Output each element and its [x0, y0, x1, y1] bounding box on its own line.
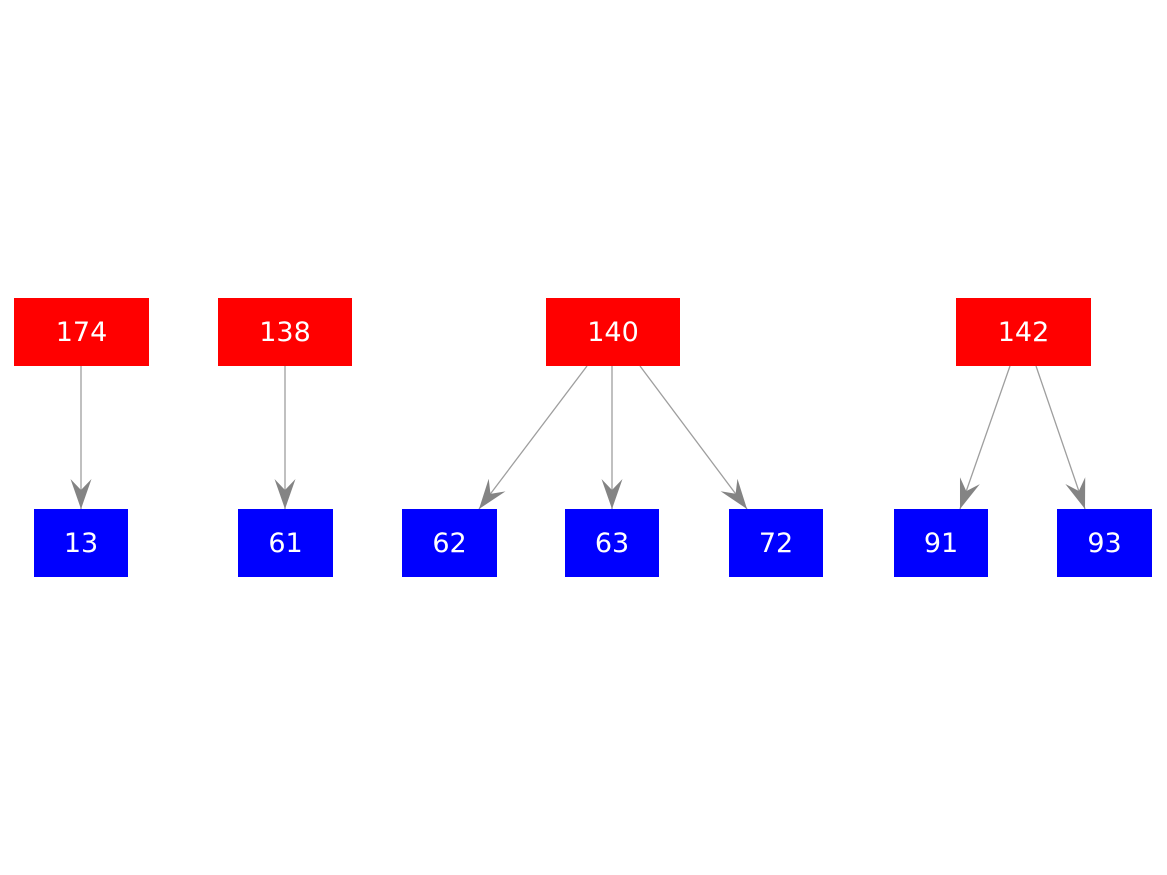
node-63: 63	[565, 509, 659, 577]
edge-140-62	[478, 365, 588, 510]
node-174: 174	[14, 298, 149, 366]
node-72: 72	[729, 509, 823, 577]
node-label: 61	[268, 527, 303, 559]
node-93: 93	[1057, 509, 1152, 577]
edge-group	[70, 365, 1086, 510]
node-label: 62	[432, 527, 467, 559]
node-label: 142	[997, 316, 1050, 348]
node-label: 91	[923, 527, 959, 559]
node-label: 138	[259, 316, 311, 348]
node-62: 62	[402, 509, 497, 577]
node-label: 140	[587, 316, 639, 348]
node-label: 72	[758, 527, 794, 559]
node-label: 93	[1087, 527, 1122, 559]
node-61: 61	[238, 509, 333, 577]
node-91: 91	[894, 509, 988, 577]
node-138: 138	[218, 298, 352, 366]
edge-142-93	[1035, 365, 1086, 510]
node-13: 13	[34, 509, 128, 577]
node-label: 174	[55, 316, 108, 348]
node-label: 63	[594, 527, 630, 559]
edge-140-72	[639, 365, 748, 510]
node-140: 140	[546, 298, 680, 366]
node-142: 142	[956, 298, 1091, 366]
node-label: 13	[63, 527, 99, 559]
edge-142-91	[959, 365, 1011, 510]
